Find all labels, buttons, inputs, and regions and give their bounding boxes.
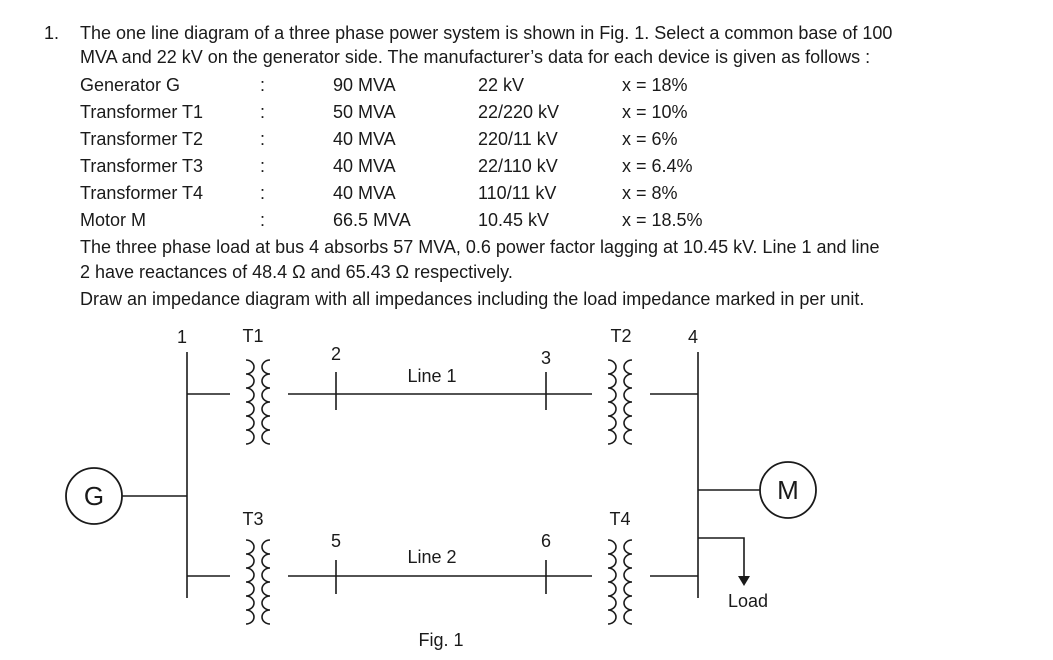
device-name: Transformer T2 bbox=[80, 129, 204, 149]
figure-caption: Fig. 1 bbox=[418, 630, 463, 650]
t1-winding-icon bbox=[245, 359, 271, 445]
device-voltage: 22/110 kV bbox=[478, 156, 558, 176]
device-reactance: x = 8% bbox=[622, 183, 678, 203]
device-reactance: x = 10% bbox=[622, 102, 688, 122]
device-reactance: x = 6.4% bbox=[622, 156, 693, 176]
intro-line-2: MVA and 22 kV on the generator side. The… bbox=[80, 47, 871, 67]
device-voltage: 22/220 kV bbox=[478, 102, 560, 122]
load-lead bbox=[698, 537, 745, 576]
bus-6-label: 6 bbox=[541, 531, 551, 551]
device-sep: : bbox=[260, 156, 266, 176]
device-name: Transformer T4 bbox=[80, 183, 204, 203]
device-voltage: 10.45 kV bbox=[478, 210, 550, 230]
device-sep: : bbox=[260, 183, 266, 203]
line-2-label: Line 2 bbox=[407, 547, 456, 567]
device-reactance: x = 6% bbox=[622, 129, 678, 149]
device-rating: 40 MVA bbox=[333, 129, 396, 149]
load-line-2: 2 have reactances of 48.4 Ω and 65.43 Ω … bbox=[80, 262, 513, 282]
problem-number: 1. bbox=[44, 23, 60, 43]
device-voltage: 22 kV bbox=[478, 75, 525, 95]
device-name: Motor M bbox=[80, 210, 147, 230]
t4-winding-icon bbox=[607, 539, 633, 625]
bus-5-label: 5 bbox=[331, 531, 341, 551]
bus-3-label: 3 bbox=[541, 348, 551, 368]
device-name: Transformer T3 bbox=[80, 156, 204, 176]
load-line-1: The three phase load at bus 4 absorbs 57… bbox=[80, 237, 880, 257]
device-name: Transformer T1 bbox=[80, 102, 204, 122]
device-sep: : bbox=[260, 129, 266, 149]
device-voltage: 110/11 kV bbox=[478, 183, 557, 203]
device-reactance: x = 18.5% bbox=[622, 210, 703, 230]
t3-label: T3 bbox=[242, 509, 263, 529]
generator-icon bbox=[65, 467, 123, 525]
generator-label: G bbox=[84, 481, 104, 511]
motor-icon bbox=[759, 461, 817, 519]
t4-label: T4 bbox=[609, 509, 630, 529]
device-reactance: x = 18% bbox=[622, 75, 688, 95]
t3-winding-icon bbox=[245, 539, 271, 625]
device-voltage: 220/11 kV bbox=[478, 129, 558, 149]
device-rating: 50 MVA bbox=[333, 102, 396, 122]
device-sep: : bbox=[260, 102, 266, 122]
bus-1-label: 1 bbox=[177, 327, 187, 347]
device-rating: 40 MVA bbox=[333, 156, 396, 176]
t2-label: T2 bbox=[610, 326, 631, 346]
line-1-label: Line 1 bbox=[407, 366, 456, 386]
load-arrow-icon bbox=[738, 576, 750, 586]
device-sep: : bbox=[260, 75, 266, 95]
device-sep: : bbox=[260, 210, 266, 230]
load-label: Load bbox=[728, 591, 768, 611]
device-rating: 66.5 MVA bbox=[333, 210, 411, 230]
intro-line-1: The one line diagram of a three phase po… bbox=[80, 23, 893, 43]
t2-winding-icon bbox=[607, 359, 633, 445]
bus-4-label: 4 bbox=[688, 327, 698, 347]
bus-2-label: 2 bbox=[331, 344, 341, 364]
task-text: Draw an impedance diagram with all imped… bbox=[80, 289, 865, 309]
device-name: Generator G bbox=[80, 75, 181, 95]
motor-label: M bbox=[777, 475, 799, 505]
t1-label: T1 bbox=[242, 326, 263, 346]
device-rating: 40 MVA bbox=[333, 183, 396, 203]
device-rating: 90 MVA bbox=[333, 75, 396, 95]
